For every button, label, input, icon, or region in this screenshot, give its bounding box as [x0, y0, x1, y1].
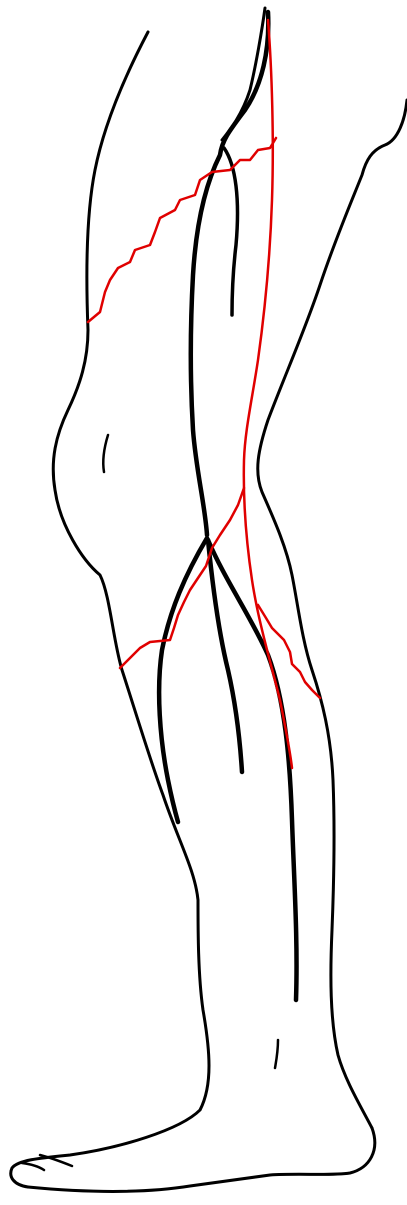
- heel-contour: [258, 100, 407, 1128]
- foot-sole-contour: [28, 1128, 375, 1191]
- knee-crease: [103, 435, 108, 472]
- deep-vein-network: [159, 12, 296, 1000]
- ankle-mark: [275, 1040, 278, 1068]
- toe-line-2: [22, 1163, 44, 1170]
- thigh-front-contour: [222, 8, 265, 140]
- varicose-vein-highlight: [88, 20, 320, 768]
- red-vein-thigh-branch: [88, 138, 276, 322]
- lower-branch-left: [159, 538, 207, 822]
- lower-branch-right: [208, 540, 297, 1000]
- red-vein-long: [244, 20, 292, 768]
- main-vein-trunk: [191, 12, 269, 535]
- upper-branch-right: [224, 148, 238, 315]
